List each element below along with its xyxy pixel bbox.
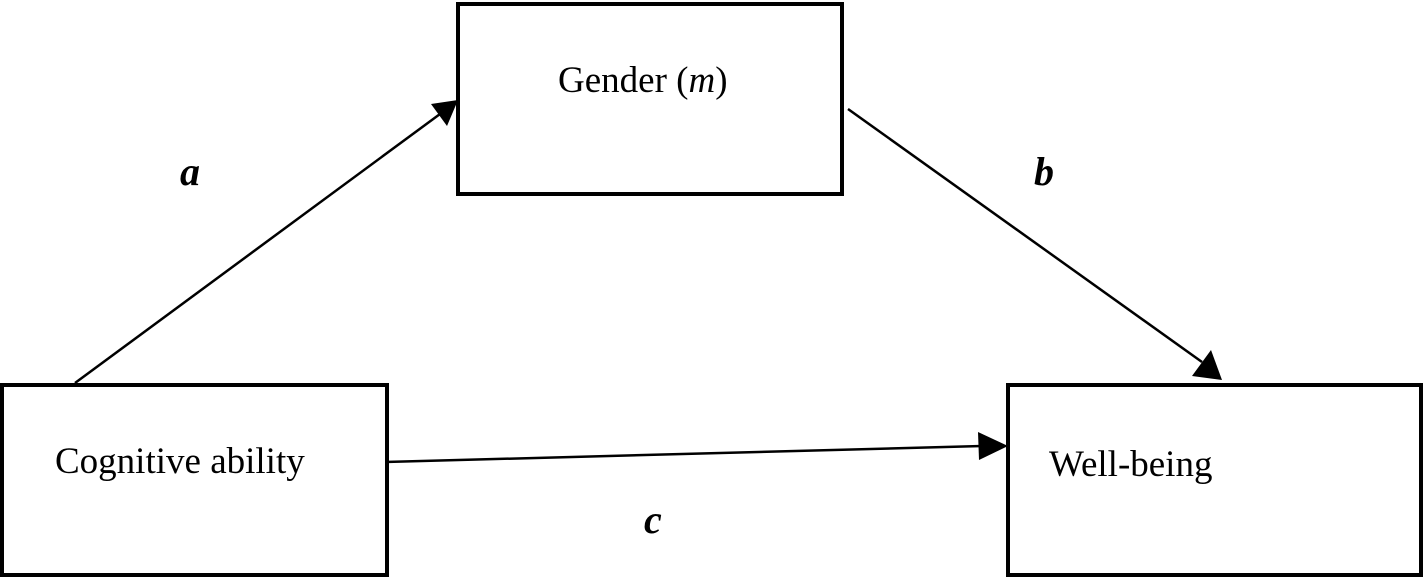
- predictor-box: [0, 383, 389, 577]
- mediator-label: Gender (m): [558, 62, 728, 99]
- outcome-box: [1006, 383, 1423, 577]
- path-a-arrow: [74, 112, 441, 385]
- path-a-label: a: [180, 149, 200, 194]
- path-b-arrowhead: [1192, 350, 1222, 380]
- mediator-label-variable: m: [688, 60, 716, 101]
- path-b-label: b: [1034, 149, 1054, 194]
- predictor-label: Cognitive ability: [55, 441, 305, 482]
- mediator-label-prefix: Gender (: [558, 60, 689, 101]
- mediator-box: [456, 2, 844, 196]
- path-a-arrowhead: [431, 100, 458, 126]
- path-c-label: c: [644, 497, 662, 542]
- path-c-arrowhead: [978, 432, 1008, 460]
- mediator-label-suffix: ): [715, 60, 728, 101]
- outcome-label: Well-being: [1049, 444, 1213, 485]
- path-b-arrow: [847, 107, 1203, 364]
- path-c-arrow: [384, 444, 983, 464]
